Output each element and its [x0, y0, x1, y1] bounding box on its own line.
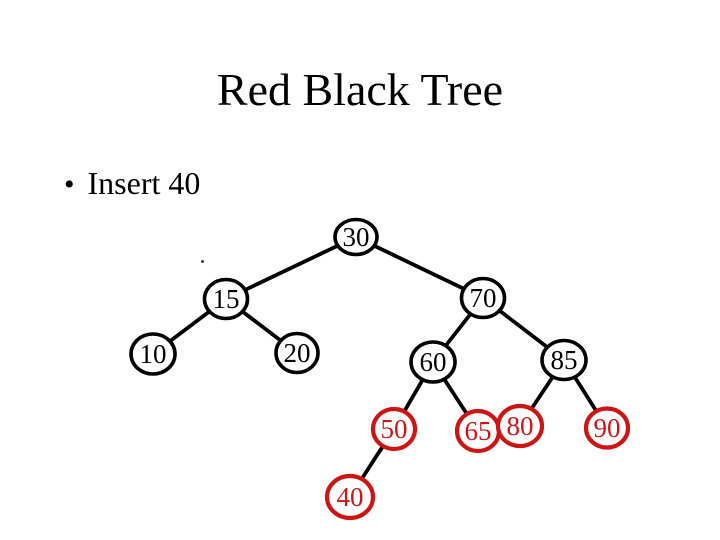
tree-node-10: 10 [129, 332, 177, 376]
node-label: 15 [213, 284, 240, 314]
node-circle [409, 340, 457, 384]
stray-dot [201, 260, 204, 263]
node-label: 20 [284, 338, 311, 368]
tree-node-60: 60 [409, 340, 457, 384]
slide-title: Red Black Tree [216, 64, 504, 115]
node-circle [324, 473, 376, 521]
node-circle [370, 406, 418, 452]
bullet-icon: • [64, 168, 75, 201]
node-label: 60 [420, 347, 447, 377]
tree-node-70: 70 [459, 276, 507, 320]
node-label: 30 [343, 222, 370, 252]
tree-node-85: 85 [540, 338, 588, 382]
node-circle [495, 403, 545, 449]
node-label: 85 [551, 345, 578, 375]
tree-edge-30-70 [354, 235, 485, 300]
node-label: 65 [465, 416, 492, 446]
node-circle [333, 217, 379, 257]
bullet-line: • Insert 40 [64, 167, 200, 200]
node-circle [202, 277, 250, 321]
node-label: 70 [470, 283, 497, 313]
tree-node-80: 80 [495, 403, 545, 449]
tree-node-65: 65 [454, 408, 502, 454]
node-circle [274, 331, 320, 375]
tree-node-90: 90 [583, 406, 631, 450]
tree-node-30: 30 [333, 217, 379, 257]
tree-node-40: 40 [324, 473, 376, 521]
tree-node-15: 15 [202, 277, 250, 321]
bullet-text: Insert 40 [87, 165, 201, 201]
node-circle [540, 338, 588, 382]
node-circle [583, 406, 631, 450]
tree-node-50: 50 [370, 406, 418, 452]
node-label: 10 [140, 339, 167, 369]
tree-edges [151, 235, 609, 499]
node-circle [129, 332, 177, 376]
tree-edge-30-15 [224, 235, 358, 301]
tree-node-20: 20 [274, 331, 320, 375]
node-circle [459, 276, 507, 320]
node-label: 50 [381, 414, 408, 444]
node-label: 90 [594, 413, 621, 443]
node-label: 80 [507, 411, 534, 441]
node-label: 40 [337, 482, 364, 512]
